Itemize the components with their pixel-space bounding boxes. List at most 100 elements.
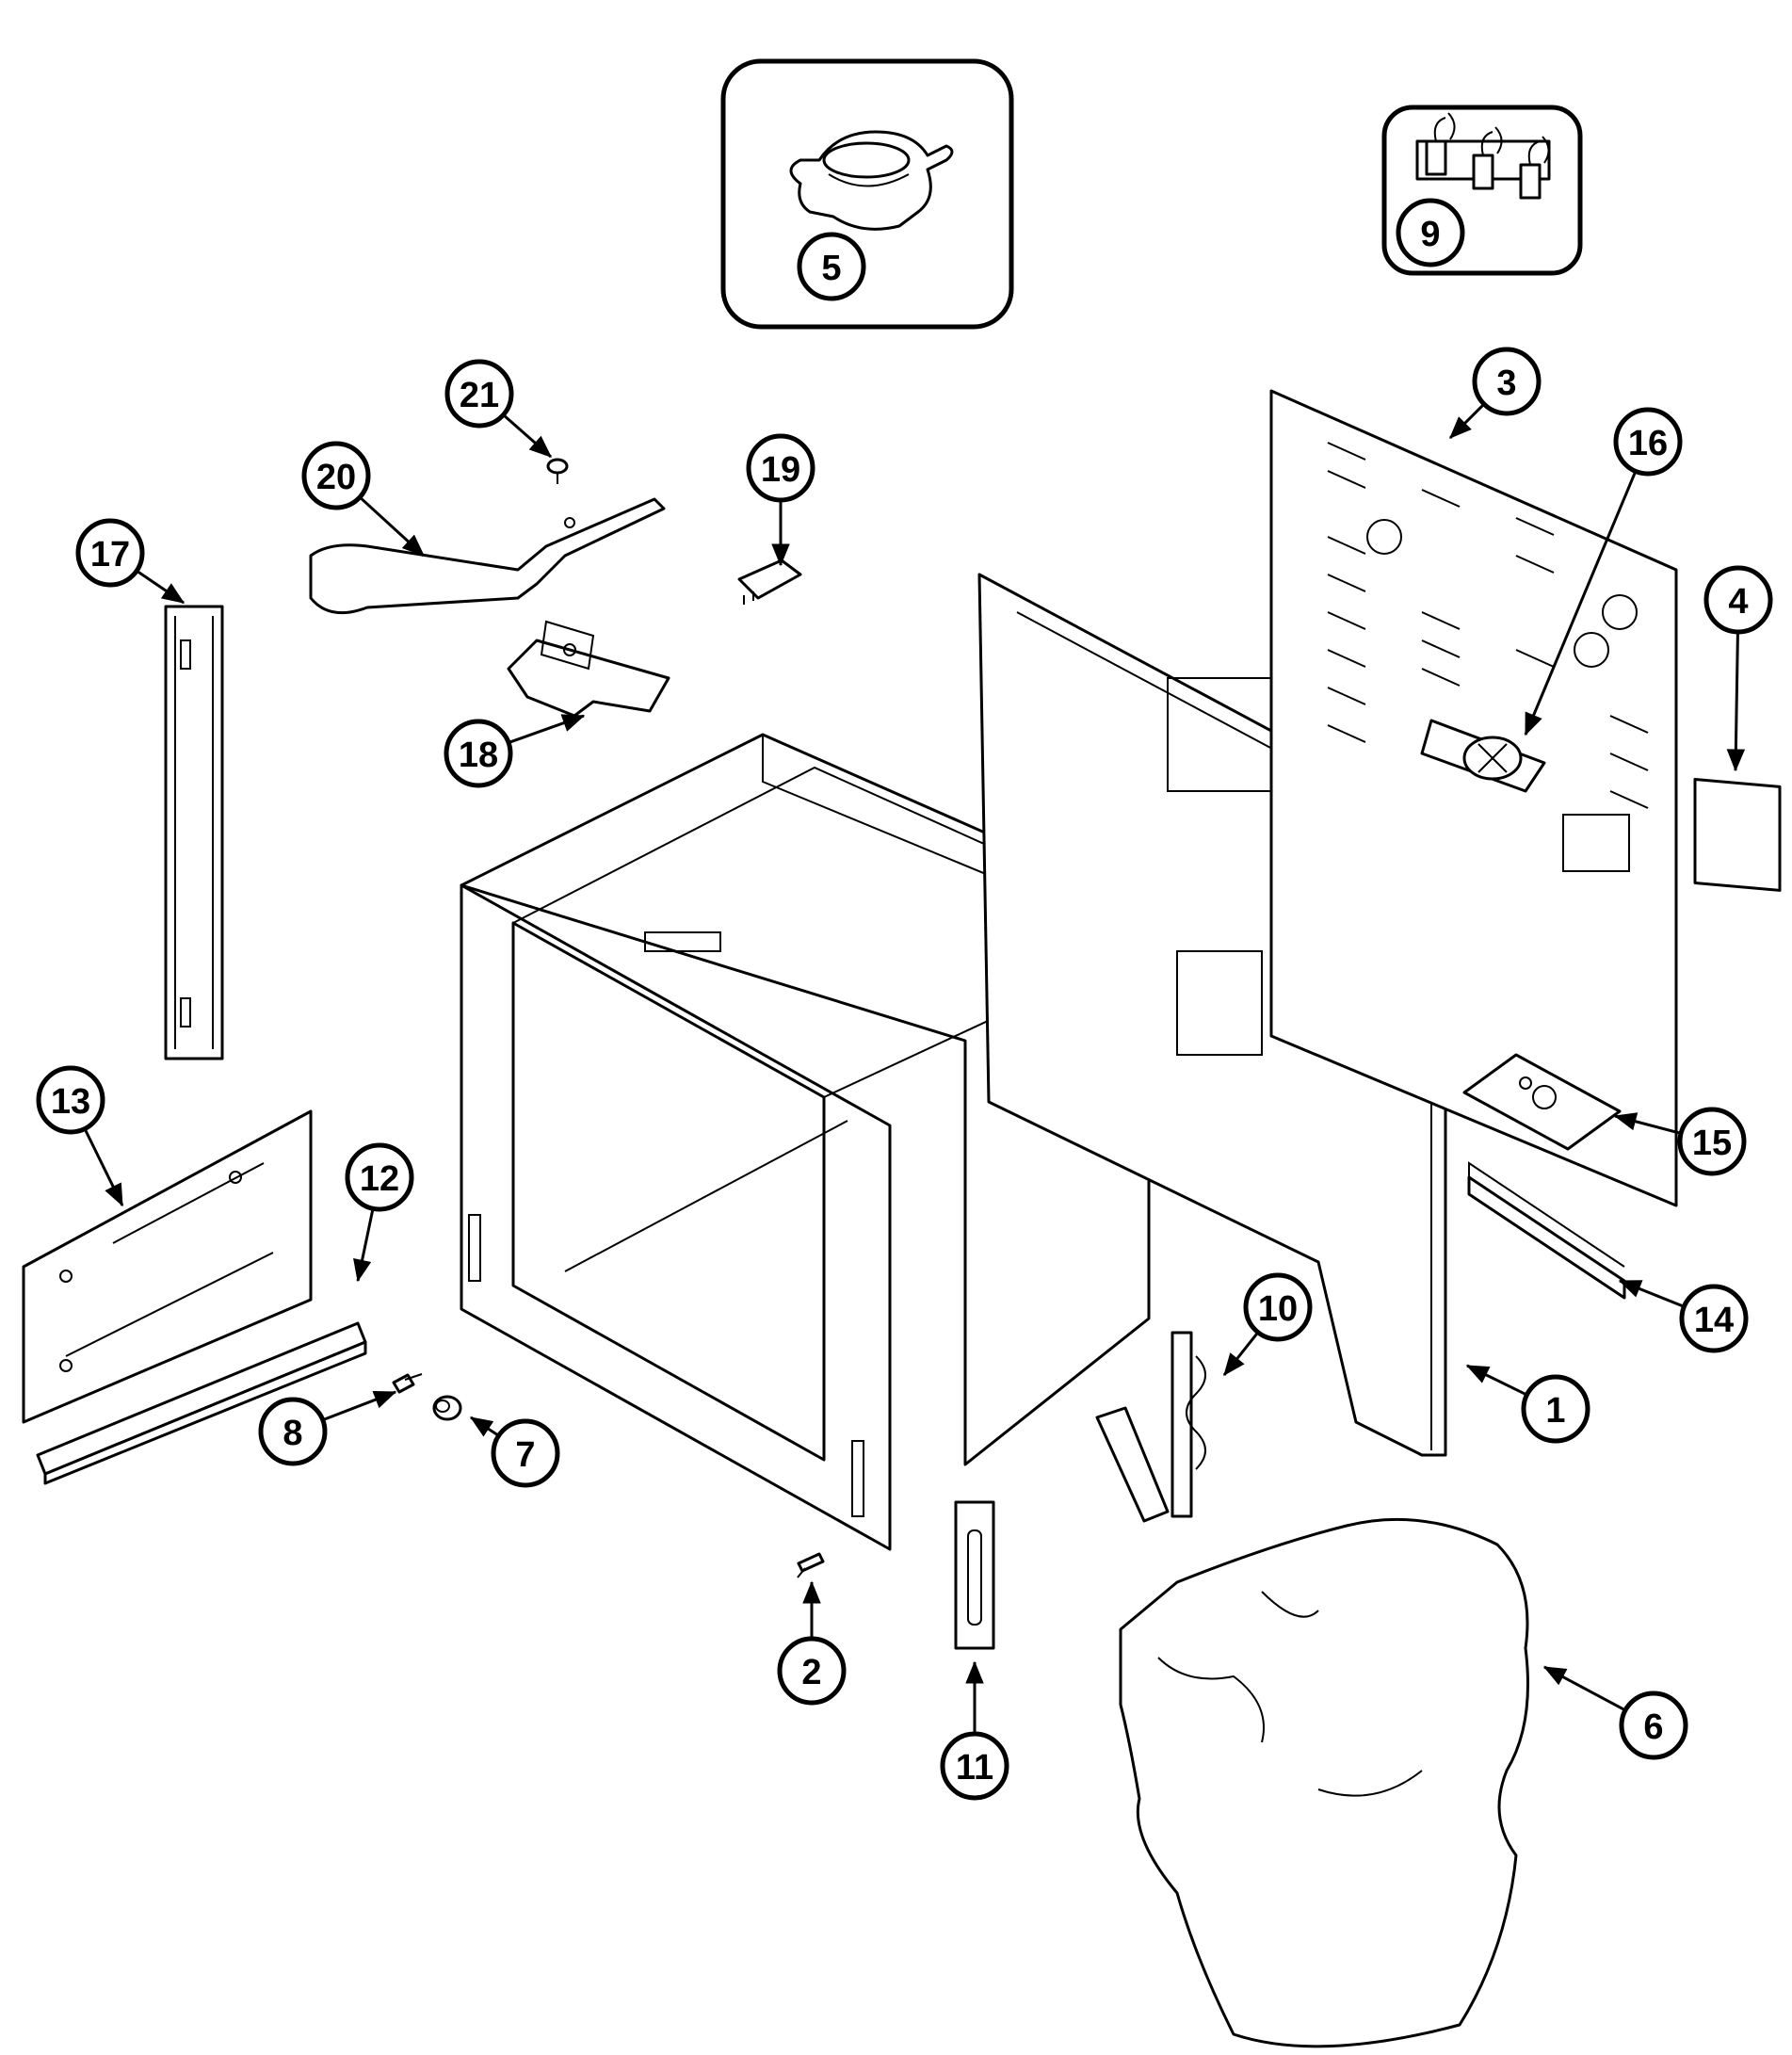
callout-number: 3 [1496,364,1516,403]
arrowhead-19 [771,543,790,567]
callout-circle [1396,198,1465,267]
callout-number: 10 [1258,1289,1298,1329]
callout-circle [777,1636,847,1706]
arrowhead-7 [469,1416,494,1437]
bracket-part-11 [954,1500,995,1650]
callout-16: 16 [1613,407,1683,477]
callout-7: 7 [491,1418,560,1488]
arrowhead-13 [105,1182,123,1207]
callout-number: 6 [1643,1707,1663,1747]
callout-number: 9 [1420,215,1440,254]
callout-18: 18 [444,719,513,788]
arrowhead-3 [1449,416,1472,439]
leader-line-16 [1524,470,1638,736]
callout-circle [258,1397,328,1466]
callout-14: 14 [1679,1284,1749,1353]
arrowhead-20 [401,534,425,557]
arrowhead-10 [1223,1352,1245,1377]
back-panel-part [1269,389,1678,1207]
rail-part-14 [1467,1161,1626,1300]
insulation-part [1119,1517,1529,2048]
callout-circle [1243,1272,1313,1342]
callout-circle [491,1418,560,1488]
leader-lines [83,402,1746,1734]
arrowhead-16 [1525,711,1542,736]
spacer-part-7 [432,1395,462,1421]
callout-number: 12 [360,1159,399,1199]
callout-8: 8 [258,1397,328,1466]
callout-20: 20 [301,441,371,510]
callout-number: 14 [1694,1301,1734,1340]
callout-10: 10 [1243,1272,1313,1342]
callout-19: 19 [746,433,815,503]
callout-11: 11 [940,1731,1009,1801]
callout-circle [444,719,513,788]
callout-circle [75,518,145,588]
latch-handle-part-20 [309,497,666,615]
screw-part-8 [392,1373,423,1394]
fan-motor-part [1420,719,1546,793]
callout-number: 8 [283,1414,302,1453]
callout-circle [940,1731,1009,1801]
callout-15: 15 [1677,1107,1747,1176]
callout-3: 3 [1472,347,1542,416]
callout-circle [1679,1284,1749,1353]
callout-2: 2 [777,1636,847,1706]
callout-circle [36,1065,105,1135]
trim-strip-part [36,1321,367,1485]
callout-number: 21 [460,376,499,415]
screw-part-21 [546,458,569,484]
arrowhead-14 [1618,1280,1643,1298]
callout-circle [444,359,514,429]
callout-6: 6 [1619,1691,1688,1760]
arrowhead-11 [965,1660,984,1684]
callout-number: 4 [1728,582,1748,622]
arrowhead-21 [528,435,552,458]
callout-circle [746,433,815,503]
arrowhead-6 [1542,1666,1568,1686]
callout-circle [1677,1107,1747,1176]
callout-circle [1521,1374,1590,1444]
arrowhead-4 [1726,749,1746,772]
callout-number: 20 [316,458,356,497]
arrowhead-1 [1465,1365,1491,1383]
callout-number: 2 [801,1653,821,1692]
callout-number: 5 [821,249,841,288]
arrowhead-18 [560,714,586,732]
callout-4: 4 [1703,565,1773,635]
leader-line-4 [1734,631,1739,771]
callout-number: 15 [1692,1124,1732,1163]
arrowhead-12 [353,1257,372,1283]
bracket-part-15 [1462,1053,1622,1151]
callout-number: 16 [1628,424,1668,463]
callout-number: 18 [459,736,498,775]
callout-circle [1703,565,1773,635]
callout-circle [345,1142,414,1212]
callout-circle [1613,407,1683,477]
cover-plate-part [1693,777,1782,892]
oven-cavity-part [460,733,1151,1551]
callout-number: 7 [515,1435,535,1475]
arrowhead-15 [1613,1112,1639,1131]
callout-number: 13 [51,1082,90,1122]
terminal-block-icon [1415,112,1551,200]
thermostat-icon [789,130,954,231]
inset-part-5 [720,58,1014,330]
callout-21: 21 [444,359,514,429]
callout-number: 11 [956,1748,993,1788]
arrowhead-2 [802,1580,821,1604]
callout-17: 17 [75,518,145,588]
callout-9: 9 [1396,198,1465,267]
callout-number: 19 [761,450,800,490]
callout-13: 13 [36,1065,105,1135]
callout-circle [301,441,371,510]
callout-circle [1619,1691,1688,1760]
callout-number: 1 [1545,1391,1565,1431]
screw-part-2 [797,1552,825,1578]
latch-part-18 [507,620,670,718]
callout-circle [797,232,866,301]
switch-part-19 [737,558,802,605]
side-rail-part [164,605,224,1060]
